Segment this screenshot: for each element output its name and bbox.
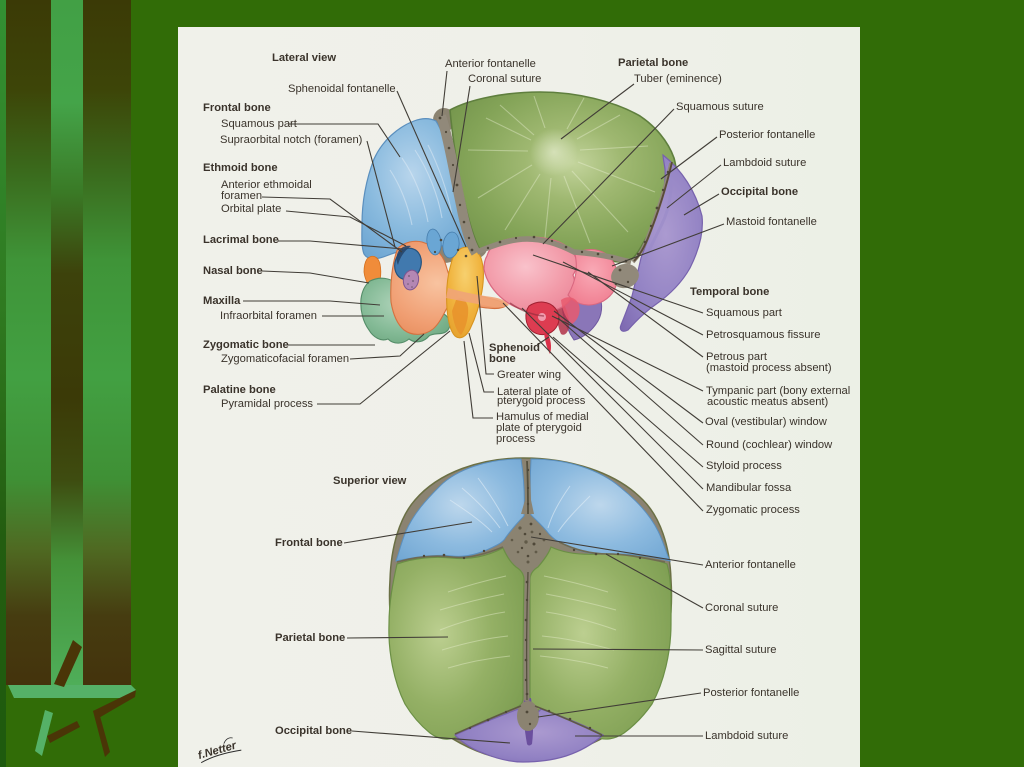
svg-text:Squamous suture: Squamous suture xyxy=(676,101,764,113)
svg-text:Lacrimal bone: Lacrimal bone xyxy=(203,234,279,246)
svg-text:Nasal bone: Nasal bone xyxy=(203,265,263,277)
svg-text:Squamous part: Squamous part xyxy=(706,307,783,319)
svg-text:Supraorbital notch (foramen): Supraorbital notch (foramen) xyxy=(220,134,363,146)
svg-text:plate of pterygoid: plate of pterygoid xyxy=(496,422,582,434)
svg-text:Zygomatic process: Zygomatic process xyxy=(706,504,800,516)
svg-text:acoustic meatus absent): acoustic meatus absent) xyxy=(707,396,829,408)
svg-text:Superior view: Superior view xyxy=(333,475,407,487)
svg-text:Pyramidal process: Pyramidal process xyxy=(221,398,313,410)
svg-text:Sphenoid: Sphenoid xyxy=(489,342,540,354)
svg-text:Posterior fontanelle: Posterior fontanelle xyxy=(719,129,815,141)
svg-text:Parietal bone: Parietal bone xyxy=(618,57,688,69)
svg-text:Posterior fontanelle: Posterior fontanelle xyxy=(703,687,799,699)
svg-text:Hamulus of medial: Hamulus of medial xyxy=(496,411,589,423)
svg-text:Parietal bone: Parietal bone xyxy=(275,632,345,644)
svg-text:Occipital bone: Occipital bone xyxy=(275,725,352,737)
svg-text:Lambdoid suture: Lambdoid suture xyxy=(723,157,806,169)
svg-text:bone: bone xyxy=(489,353,516,365)
svg-text:Maxilla: Maxilla xyxy=(203,295,241,307)
svg-text:Lateral view: Lateral view xyxy=(272,52,336,64)
svg-text:Sagittal suture: Sagittal suture xyxy=(705,644,777,656)
svg-text:Tympanic part (bony external: Tympanic part (bony external xyxy=(706,385,850,397)
svg-text:Zygomaticofacial foramen: Zygomaticofacial foramen xyxy=(221,353,349,365)
svg-text:Lambdoid suture: Lambdoid suture xyxy=(705,730,788,742)
svg-text:Anterior ethmoidal: Anterior ethmoidal xyxy=(221,179,312,191)
svg-text:Sphenoidal fontanelle: Sphenoidal fontanelle xyxy=(288,83,396,95)
svg-text:pterygoid process: pterygoid process xyxy=(497,395,586,407)
svg-text:Palatine bone: Palatine bone xyxy=(203,384,276,396)
svg-text:Orbital plate: Orbital plate xyxy=(221,203,281,215)
svg-text:Ethmoid bone: Ethmoid bone xyxy=(203,162,278,174)
svg-text:Coronal suture: Coronal suture xyxy=(705,602,778,614)
svg-text:Tuber (eminence): Tuber (eminence) xyxy=(634,73,722,85)
svg-text:Oval (vestibular) window: Oval (vestibular) window xyxy=(705,416,828,428)
svg-text:Petrous part: Petrous part xyxy=(706,351,768,363)
svg-text:Temporal bone: Temporal bone xyxy=(690,286,769,298)
svg-text:Petrosquamous fissure: Petrosquamous fissure xyxy=(706,329,820,341)
svg-text:Greater wing: Greater wing xyxy=(497,369,561,381)
svg-text:Mastoid fontanelle: Mastoid fontanelle xyxy=(726,216,817,228)
svg-text:Infraorbital foramen: Infraorbital foramen xyxy=(220,310,317,322)
svg-text:Lateral plate of: Lateral plate of xyxy=(497,386,572,398)
svg-text:(mastoid process absent): (mastoid process absent) xyxy=(706,362,832,374)
svg-text:Round (cochlear) window: Round (cochlear) window xyxy=(706,439,833,451)
svg-text:Frontal bone: Frontal bone xyxy=(203,102,271,114)
svg-text:Squamous part: Squamous part xyxy=(221,118,298,130)
svg-text:Anterior fontanelle: Anterior fontanelle xyxy=(705,559,796,571)
svg-text:Zygomatic bone: Zygomatic bone xyxy=(203,339,289,351)
svg-text:Styloid process: Styloid process xyxy=(706,460,782,472)
svg-text:Frontal bone: Frontal bone xyxy=(275,537,343,549)
svg-text:Coronal suture: Coronal suture xyxy=(468,73,541,85)
svg-text:Anterior fontanelle: Anterior fontanelle xyxy=(445,58,536,70)
svg-text:Occipital bone: Occipital bone xyxy=(721,186,798,198)
svg-text:Mandibular fossa: Mandibular fossa xyxy=(706,482,792,494)
svg-text:foramen: foramen xyxy=(221,190,262,202)
svg-text:process: process xyxy=(496,433,536,445)
